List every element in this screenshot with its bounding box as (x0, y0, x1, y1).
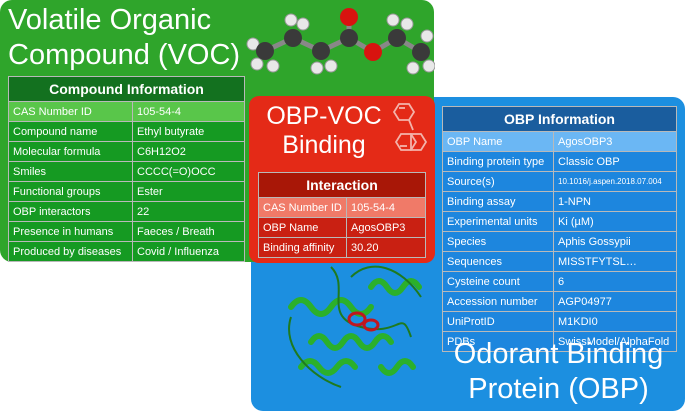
row-value: 30.20 (346, 237, 426, 258)
obp-table-header: OBP Information (442, 106, 677, 132)
row-value: Classic OBP (553, 151, 677, 172)
row-key: CAS Number ID (8, 101, 133, 122)
row-value: Ester (132, 181, 245, 202)
row-value: C6H12O2 (132, 141, 245, 162)
table-row: Source(s)10.1016/j.aspen.2018.07.004 (442, 171, 677, 192)
row-key: UniProtID (442, 311, 554, 332)
binding-title: OBP-VOC Binding (249, 102, 399, 160)
row-value: AgosOBP3 (553, 131, 677, 152)
row-key: Binding affinity (258, 237, 347, 258)
row-value: SwissModel/AlphaFold (553, 331, 677, 352)
row-key: Experimental units (442, 211, 554, 232)
row-key: Binding assay (442, 191, 554, 212)
row-key: Functional groups (8, 181, 133, 202)
binding-panel: OBP-VOC Binding Interaction CAS Number I… (249, 96, 435, 263)
voc-title: Volatile Organic Compound (VOC) (8, 3, 240, 73)
obp-title: Odorant Binding Protein (OBP) (441, 337, 676, 407)
row-value: Faeces / Breath (132, 221, 245, 242)
row-value: CCCC(=O)OCC (132, 161, 245, 182)
row-key: Molecular formula (8, 141, 133, 162)
molecule-ball-and-stick-image (246, 8, 435, 75)
voc-title-line2: Compound (VOC) (8, 39, 241, 71)
row-value: Ki (µM) (553, 211, 677, 232)
binding-title-line1: OBP-VOC (266, 102, 382, 130)
row-key: Presence in humans (8, 221, 133, 242)
compound-table-header: Compound Information (8, 76, 245, 102)
row-value: AgosOBP3 (346, 217, 426, 238)
interaction-table-header: Interaction (258, 172, 426, 198)
row-value: M1KDI0 (553, 311, 677, 332)
row-value: 10.1016/j.aspen.2018.07.004 (553, 171, 677, 192)
row-value: 22 (132, 201, 245, 222)
obp-title-line2: Protein (OBP) (468, 373, 649, 405)
row-key: Source(s) (442, 171, 554, 192)
row-value: Covid / Influenza (132, 241, 245, 262)
voc-title-line1: Volatile Organic (8, 4, 212, 36)
row-value: 105-54-4 (132, 101, 245, 122)
row-key: OBP Name (258, 217, 347, 238)
row-key: Species (442, 231, 554, 252)
row-key: PDBs (442, 331, 554, 352)
chemical-structure-icon (392, 103, 428, 151)
obp-title-line1: Odorant Binding (453, 338, 664, 370)
row-value: Aphis Gossypii (553, 231, 677, 252)
protein-structure-image (288, 265, 422, 388)
row-key: Cysteine count (442, 271, 554, 292)
row-value: MISSTFYTSL… (553, 251, 677, 272)
binding-title-line2: Binding (282, 131, 366, 159)
row-value: 6 (553, 271, 677, 292)
row-key: Compound name (8, 121, 133, 142)
row-value: 105-54-4 (346, 197, 426, 218)
row-key: CAS Number ID (258, 197, 347, 218)
row-key: Smiles (8, 161, 133, 182)
row-value: 1-NPN (553, 191, 677, 212)
row-key: Accession number (442, 291, 554, 312)
row-key: Binding protein type (442, 151, 554, 172)
row-key: Produced by diseases (8, 241, 133, 262)
row-value: AGP04977 (553, 291, 677, 312)
row-value: Ethyl butyrate (132, 121, 245, 142)
row-key: OBP interactors (8, 201, 133, 222)
row-key: Sequences (442, 251, 554, 272)
row-key: OBP Name (442, 131, 554, 152)
